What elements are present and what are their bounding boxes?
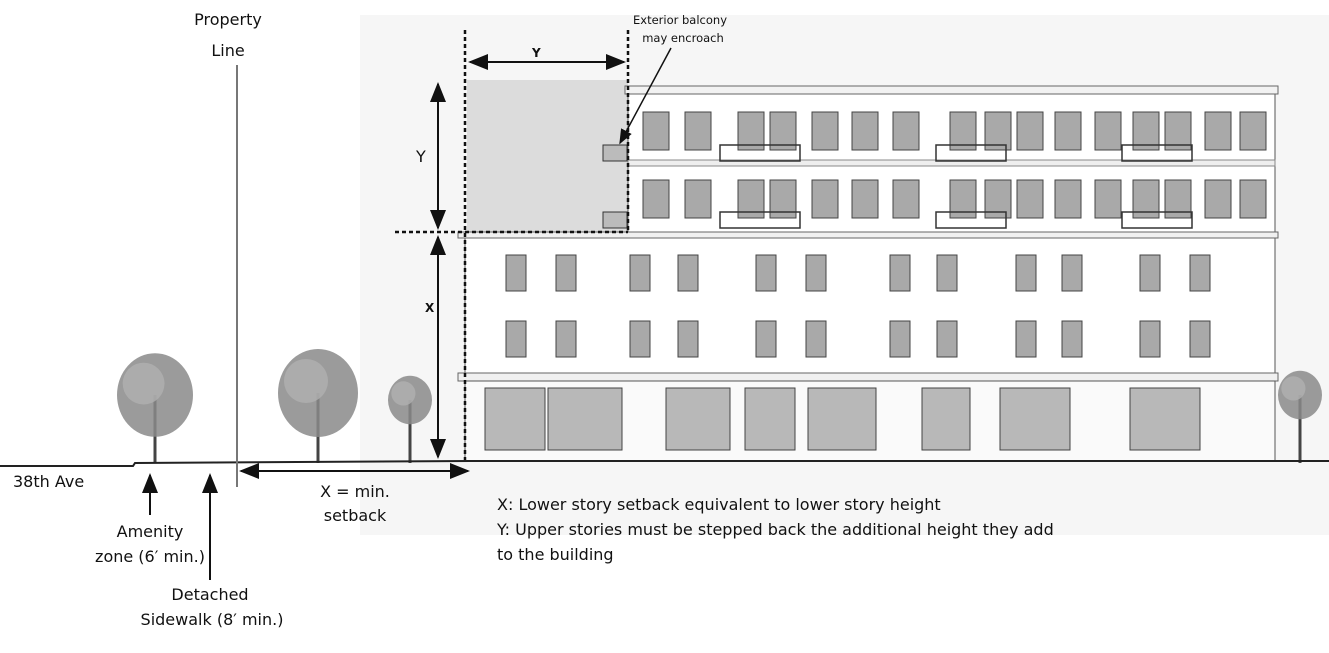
- upper-window: [984, 111, 1012, 151]
- legend-x: X: Lower story setback equivalent to low…: [497, 495, 941, 514]
- upper-window: [1094, 111, 1122, 151]
- lower-window: [629, 320, 651, 358]
- storefront-band: [457, 372, 1279, 382]
- property-line-label-1: Property: [194, 10, 262, 29]
- balcony-railing: [719, 211, 801, 229]
- balcony-label-2: may encroach: [642, 31, 724, 45]
- street-label: 38th Ave: [13, 472, 84, 491]
- encroaching-balcony: [602, 144, 628, 162]
- balcony-railing: [1121, 144, 1193, 162]
- lower-window: [889, 254, 911, 292]
- sidewalk-label-2: Sidewalk (8′ min.): [141, 610, 284, 629]
- lower-window: [1139, 320, 1161, 358]
- setback-label-2: setback: [324, 506, 387, 525]
- upper-window: [1094, 179, 1122, 219]
- balcony-callout-arrow: [619, 47, 672, 145]
- tree: [117, 353, 193, 463]
- storefront-window: [921, 387, 971, 451]
- upper-window: [1054, 111, 1082, 151]
- upper-window: [1132, 111, 1160, 151]
- lower-window: [1015, 320, 1037, 358]
- dim-y-side-label: Y: [415, 147, 426, 166]
- storefront-window: [999, 387, 1071, 451]
- lower-window: [1015, 254, 1037, 292]
- setback-shaded-zone: [467, 80, 628, 232]
- amenity-label-1: Amenity: [117, 522, 184, 541]
- lower-window: [1189, 254, 1211, 292]
- lower-window: [805, 254, 827, 292]
- balcony-railing: [1121, 211, 1193, 229]
- property-line-label-2: Line: [211, 41, 244, 60]
- storefront-window: [484, 387, 546, 451]
- upper-window: [1239, 111, 1267, 151]
- lower-window: [755, 254, 777, 292]
- lower-window: [629, 254, 651, 292]
- storefront-window: [547, 387, 623, 451]
- storefront-window: [744, 387, 796, 451]
- upper-window: [737, 111, 765, 151]
- amenity-label-2: zone (6′ min.): [95, 547, 205, 566]
- balcony-railing: [935, 211, 1007, 229]
- storefront-window: [665, 387, 731, 451]
- upper-window: [1204, 111, 1232, 151]
- ground-line: [0, 460, 1329, 467]
- balcony-railing: [935, 144, 1007, 162]
- tree: [388, 375, 432, 463]
- lower-window: [805, 320, 827, 358]
- upper-window: [684, 111, 712, 151]
- lower-window: [555, 320, 577, 358]
- upper-window: [1054, 179, 1082, 219]
- dim-x-side-label: X: [425, 301, 435, 315]
- lower-window: [755, 320, 777, 358]
- sidewalk-label-1: Detached: [171, 585, 248, 604]
- setback-ledge: [457, 231, 1279, 239]
- tree: [1278, 370, 1322, 463]
- lower-window: [505, 254, 527, 292]
- upper-window: [892, 111, 920, 151]
- lower-window: [936, 320, 958, 358]
- upper-window: [1239, 179, 1267, 219]
- storefront-window: [807, 387, 877, 451]
- balcony-railing: [719, 144, 801, 162]
- legend-y: Y: Upper stories must be stepped back th…: [496, 520, 1054, 539]
- upper-window: [1016, 111, 1044, 151]
- upper-window: [1016, 179, 1044, 219]
- lower-window: [505, 320, 527, 358]
- upper-window: [769, 111, 797, 151]
- upper-window: [642, 111, 670, 151]
- building: [457, 80, 1279, 462]
- lower-window: [1061, 320, 1083, 358]
- roof-cornice: [624, 85, 1279, 95]
- upper-window: [811, 111, 839, 151]
- lower-window: [1061, 254, 1083, 292]
- lower-window: [677, 254, 699, 292]
- lower-window: [936, 254, 958, 292]
- encroaching-balcony: [602, 211, 628, 229]
- upper-window: [1164, 111, 1192, 151]
- lower-window: [677, 320, 699, 358]
- lower-window: [1189, 320, 1211, 358]
- upper-window: [684, 179, 712, 219]
- upper-window: [642, 179, 670, 219]
- upper-window: [851, 179, 879, 219]
- upper-window: [892, 179, 920, 219]
- tree: [278, 349, 358, 463]
- upper-window: [1204, 179, 1232, 219]
- lower-window: [555, 254, 577, 292]
- lower-window: [1139, 254, 1161, 292]
- upper-window: [811, 179, 839, 219]
- dim-y-top-label: Y: [531, 46, 541, 60]
- legend-y-cont: to the building: [497, 545, 614, 564]
- upper-window: [851, 111, 879, 151]
- upper-window: [949, 111, 977, 151]
- storefront-window: [1129, 387, 1201, 451]
- lower-window: [889, 320, 911, 358]
- setback-label-1: X = min.: [320, 482, 390, 501]
- balcony-label-1: Exterior balcony: [633, 13, 727, 27]
